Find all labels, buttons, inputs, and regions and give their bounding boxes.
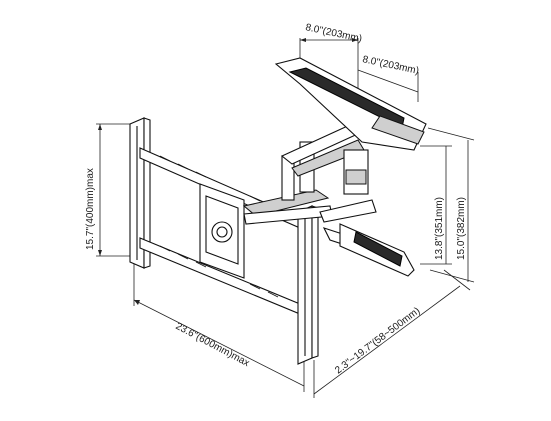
center-bracket xyxy=(199,183,245,279)
bottom-extension-dimension xyxy=(313,269,471,398)
right-height-inner-label: 13.8"(351mm) xyxy=(434,197,445,260)
vesa-head xyxy=(274,57,427,277)
bottom-width-label: 23.6"(600mm)max xyxy=(174,321,251,369)
right-height-dimensions xyxy=(420,127,475,283)
right-height-outer-label: 15.0"(382mm) xyxy=(456,197,467,260)
left-height-label: 15.7"(400mm)max xyxy=(85,168,96,250)
bottom-extension-label: 2.3"~19.7"(58~500mm) xyxy=(333,305,422,376)
left-height-dimension xyxy=(96,123,130,257)
right-rail xyxy=(297,205,319,365)
top-right-spacing-label: 8.0"(203mm) xyxy=(361,54,419,77)
top-left-spacing-label: 8.0"(203mm) xyxy=(304,22,362,45)
bottom-width-dimension xyxy=(133,262,305,392)
